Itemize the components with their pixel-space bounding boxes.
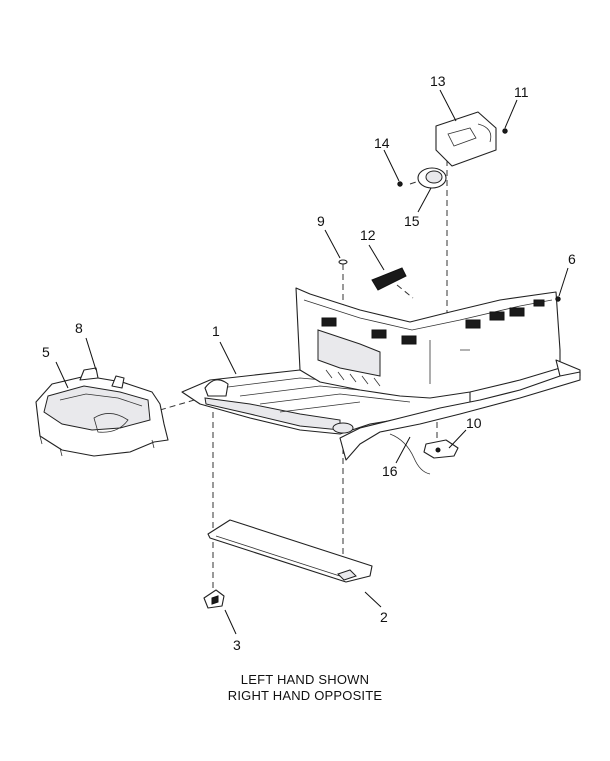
callout-2: 2: [380, 609, 388, 625]
part-clip: [203, 589, 225, 609]
part-bracket: [423, 439, 459, 459]
callout-9: 9: [317, 213, 325, 229]
part-push-pin: [338, 259, 348, 265]
callout-12: 12: [360, 227, 376, 243]
callout-11: 11: [514, 84, 529, 100]
callout-1: 1: [212, 323, 220, 339]
callout-5: 5: [42, 344, 50, 360]
callout-labels: 1 2 3 6 5 8 9 10 11 12 13 14 15 16: [42, 73, 576, 653]
callout-14: 14: [374, 135, 390, 151]
fasteners: [397, 128, 561, 302]
callout-10: 10: [466, 415, 482, 431]
callout-15: 15: [404, 213, 420, 229]
caption-line-1: LEFT HAND SHOWN: [240, 672, 370, 687]
leader-lines: [55, 89, 569, 635]
callout-13: 13: [430, 73, 446, 89]
part-cover-panel: [207, 519, 373, 583]
part-lower-trim: [339, 371, 581, 475]
part-speaker-bracket: [435, 111, 497, 167]
callout-16: 16: [382, 463, 398, 479]
caption-line-2: RIGHT HAND OPPOSITE: [227, 688, 383, 703]
callout-6: 6: [568, 251, 576, 267]
callout-8: 8: [75, 320, 83, 336]
callout-3: 3: [233, 637, 241, 653]
part-grille-pad: [371, 267, 407, 291]
part-speaker: [417, 167, 447, 189]
part-storage-bin: [35, 367, 169, 457]
part-upper-panel: [295, 287, 581, 399]
